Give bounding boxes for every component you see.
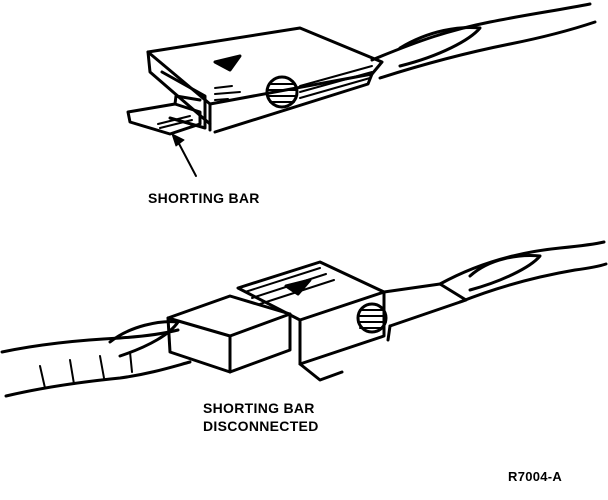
leader-arrow-icon	[171, 133, 197, 177]
disconnected-label-line2: DISCONNECTED	[203, 418, 319, 434]
figure-reference-code: R7004-A	[508, 469, 563, 484]
bottom-connector-illustration	[0, 240, 608, 398]
shorting-bar-label: SHORTING BAR	[148, 190, 260, 206]
disconnected-label-line1: SHORTING BAR	[203, 400, 315, 416]
top-connector-illustration	[126, 2, 597, 136]
